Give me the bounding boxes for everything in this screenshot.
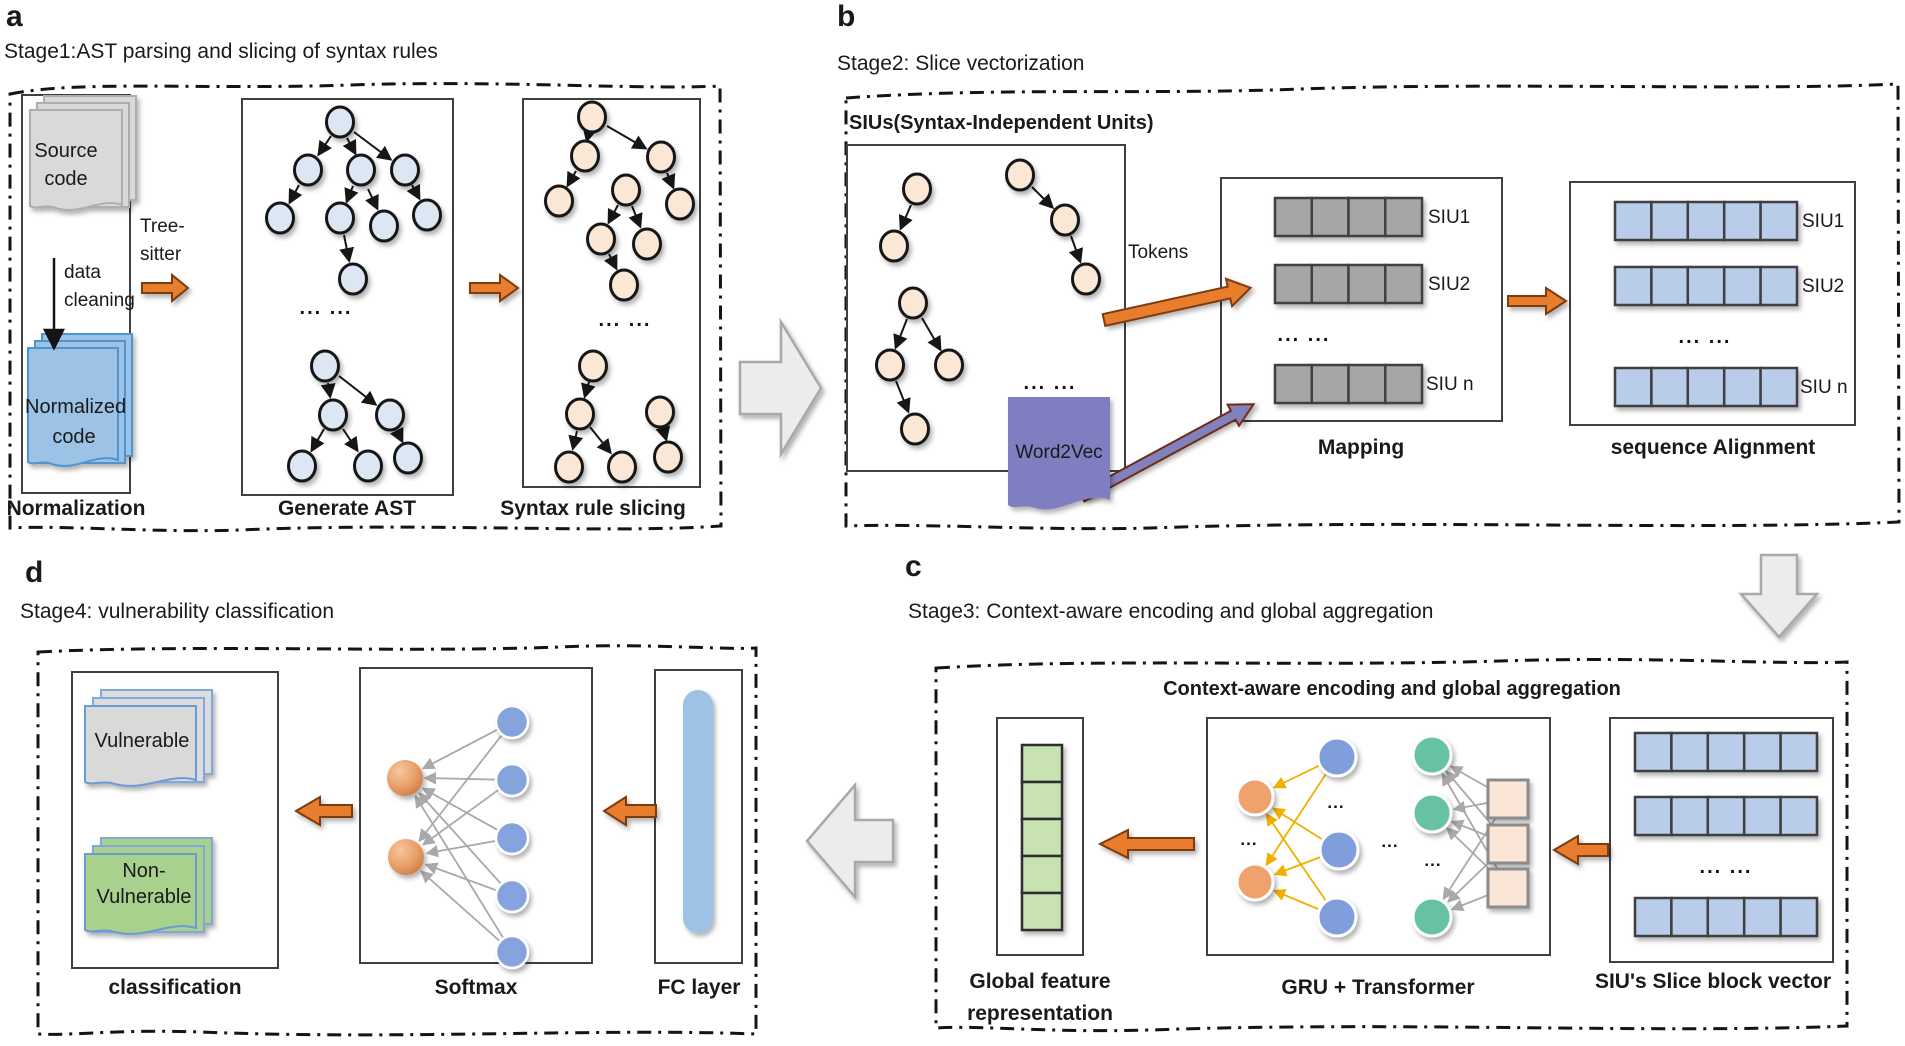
mapping-bars — [1273, 196, 1424, 405]
normalized-code-line2: code — [52, 426, 96, 448]
vulnerable-docs — [84, 689, 213, 787]
ast-tree-edges — [288, 131, 421, 453]
global-feature-label-line1: Global feature — [969, 970, 1111, 993]
ast-tree-nodes — [265, 105, 442, 483]
word2vec-doc — [1008, 397, 1110, 510]
panel-d-letter: d — [25, 556, 44, 589]
alignment-row-label: SIU1 — [1802, 211, 1845, 232]
siu-block-label: SIU's Slice block vector — [1594, 970, 1832, 993]
fc-layer-label: FC layer — [657, 976, 741, 999]
transformer-green-nodes — [1411, 734, 1453, 938]
softmax-output-nodes — [387, 760, 424, 875]
data-cleaning-line2: cleaning — [64, 290, 135, 311]
sliced-tree-nodes — [544, 100, 695, 484]
gru-transformer-label: GRU + Transformer — [1281, 976, 1475, 999]
global-feature-label-line2: representation — [967, 1002, 1113, 1025]
tree-sitter-line2: sitter — [140, 244, 182, 265]
classification-label: classification — [108, 976, 242, 999]
flow-arrow-b-to-c — [1738, 553, 1820, 639]
alignment-row-label: SIU n — [1800, 377, 1848, 398]
tokens-arrow — [1101, 277, 1253, 328]
gru-blue-nodes — [1316, 736, 1360, 938]
sliced-ellipsis: ... ... — [598, 309, 652, 331]
gru-ellipsis-blue: ... — [1327, 793, 1345, 812]
non-vulnerable-line1: Non- — [122, 860, 166, 882]
data-cleaning-line1: data — [64, 262, 101, 283]
mapping-label: Mapping — [1317, 436, 1405, 459]
non-vulnerable-line2: Vulnerable — [96, 886, 192, 908]
gru-to-global-arrow — [1097, 828, 1195, 860]
context-aware-title: Context-aware encoding and global aggreg… — [1163, 678, 1621, 700]
panel-b-title: Stage2: Slice vectorization — [837, 52, 1085, 75]
sius-ellipsis: ... ... — [1023, 372, 1077, 394]
tree-sitter-line1: Tree- — [140, 216, 185, 237]
tokens-label: Tokens — [1128, 242, 1189, 263]
global-feature-cells — [1020, 743, 1064, 932]
mapping-row-label: SIU1 — [1428, 207, 1471, 228]
sius-title: SIUs(Syntax-Independent Units) — [849, 112, 1154, 134]
siu-block-ellipsis: ... ... — [1699, 856, 1753, 878]
siu-tree-nodes — [875, 158, 1101, 446]
transformer-blocks — [1486, 778, 1530, 909]
non-vulnerable-docs — [84, 837, 213, 935]
panel-a-border — [8, 82, 723, 533]
gru-ellipsis-green: ... — [1424, 851, 1442, 870]
gru-orange-nodes — [1235, 777, 1275, 902]
word2vec-label: Word2Vec — [1015, 442, 1103, 463]
mapping-row-label: SIU n — [1426, 374, 1474, 395]
softmax-input-nodes — [494, 704, 530, 970]
panel-b-letter: b — [837, 0, 856, 33]
mapping-to-alignment-arrow — [1507, 286, 1568, 316]
fc-to-softmax-arrow — [602, 795, 657, 827]
syntax-slicing-label: Syntax rule slicing — [500, 497, 686, 520]
source-code-line2: code — [44, 168, 88, 190]
panel-c-title: Stage3: Context-aware encoding and globa… — [908, 600, 1434, 623]
alignment-row-label: SIU2 — [1802, 276, 1845, 297]
ast-to-slicing-arrow — [469, 273, 520, 303]
panel-c-border — [934, 657, 1849, 1033]
alignment-label: sequence Alignment — [1610, 436, 1816, 459]
source-code-line1: Source — [34, 140, 98, 162]
panel-d-border — [36, 644, 758, 1037]
vulnerable-label: Vulnerable — [94, 730, 190, 752]
siublock-to-gru-arrow — [1552, 834, 1609, 866]
siu-tree-edges — [893, 186, 1083, 414]
mapping-row-label: SIU2 — [1428, 274, 1471, 295]
normalized-code-docs — [27, 333, 133, 467]
panel-b-border — [844, 82, 1901, 531]
mapping-ellipsis: ... ... — [1277, 324, 1331, 346]
ast-ellipsis: ... ... — [299, 297, 353, 319]
softmax-to-class-arrow — [294, 795, 353, 827]
gru-ellipsis-left: ... — [1240, 830, 1258, 849]
softmax-label: Softmax — [434, 976, 518, 999]
siu-block-bars — [1633, 731, 1819, 938]
panel-d-title: Stage4: vulnerability classification — [20, 600, 334, 623]
flow-arrow-a-to-b — [738, 317, 823, 459]
panel-a-title: Stage1:AST parsing and slicing of syntax… — [4, 40, 438, 63]
alignment-bars — [1613, 200, 1799, 408]
gru-ellipsis-mid: ... — [1381, 832, 1399, 851]
flow-arrow-c-to-d — [805, 781, 895, 901]
generate-ast-label: Generate AST — [277, 497, 417, 520]
fc-capsule — [683, 690, 713, 933]
sliced-tree-edges — [566, 125, 676, 455]
tree-sitter-arrow — [141, 272, 190, 304]
alignment-ellipsis: ... ... — [1678, 326, 1732, 348]
normalization-label: Normalization — [6, 497, 146, 520]
panel-c-letter: c — [905, 550, 922, 583]
softmax-box — [359, 667, 593, 964]
normalized-code-line1: Normalized — [25, 396, 127, 418]
panel-a-letter: a — [6, 0, 23, 33]
source-code-docs — [29, 95, 137, 211]
data-cleaning-arrow — [42, 258, 66, 351]
